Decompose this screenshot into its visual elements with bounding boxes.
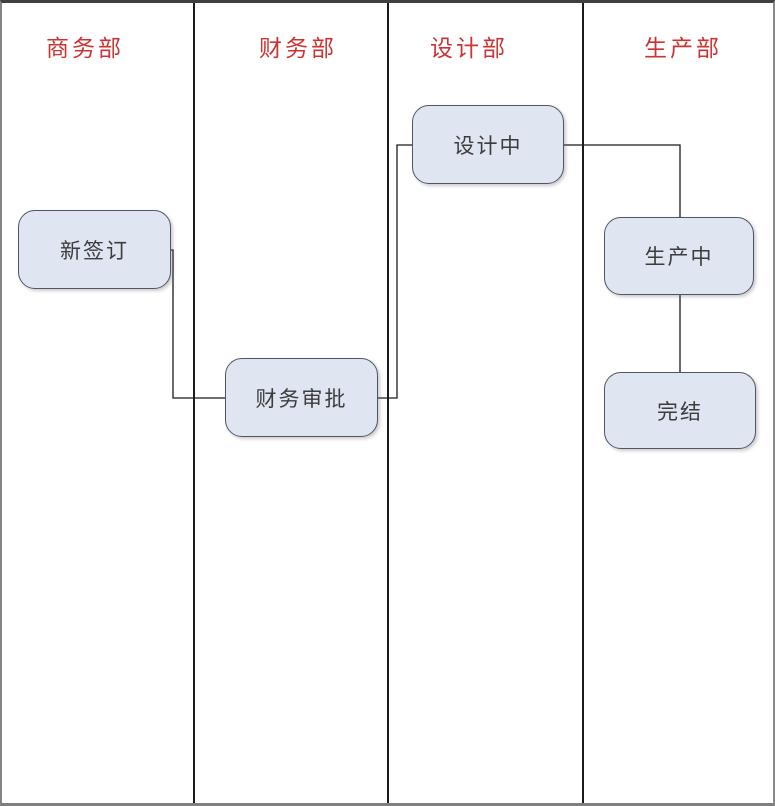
lane-business-dept: 商务部: [2, 3, 195, 803]
lane-title-production-dept: 生产部: [644, 36, 722, 61]
node-finance-approval[interactable]: 财务审批: [225, 358, 378, 437]
node-in-production-label: 生产中: [644, 245, 714, 269]
node-in-production[interactable]: 生产中: [604, 217, 754, 295]
lane-design-dept: 设计部: [389, 3, 584, 803]
lane-title-design-dept: 设计部: [430, 36, 508, 61]
lane-title-business-dept: 商务部: [46, 36, 124, 61]
node-in-design[interactable]: 设计中: [412, 105, 564, 184]
node-new-signed[interactable]: 新签订: [18, 210, 171, 289]
node-completed-label: 完结: [657, 399, 703, 424]
node-completed[interactable]: 完结: [604, 372, 756, 449]
node-finance-approval-label: 财务审批: [255, 386, 348, 411]
lane-production-dept: 生产部: [584, 3, 773, 803]
lane-finance-dept: 财务部: [195, 3, 389, 803]
lane-title-finance-dept: 财务部: [259, 36, 337, 61]
node-new-signed-label: 新签订: [60, 238, 129, 263]
node-in-design-label: 设计中: [453, 133, 523, 158]
